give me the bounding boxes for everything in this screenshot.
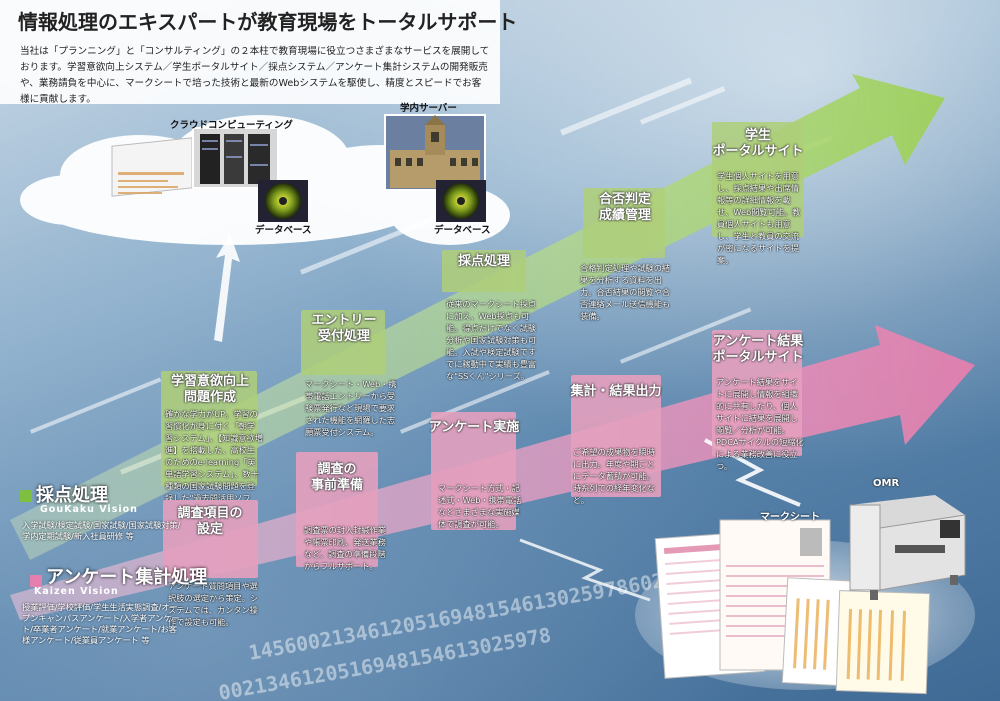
green-step-3-title: 採点処理: [440, 254, 528, 270]
mark-sheet-image-4: [835, 590, 931, 695]
pink-step-3-box: [431, 412, 516, 530]
green-step-1-title-line1: 学習意欲向上: [170, 374, 249, 389]
green-step-4-title-line1: 合否判定: [598, 192, 651, 207]
database-label-1: データベース: [255, 225, 312, 236]
green-step-4-box: [583, 188, 665, 258]
green-step-2-title: エントリー 受付処理: [298, 313, 390, 345]
green-step-3-box: [442, 250, 526, 292]
pink-step-5-title-line2: ポータルサイト: [712, 350, 804, 365]
pink-step-2-title: 調査の 事前準備: [294, 462, 380, 494]
green-step-5-title-line1: 学生: [744, 128, 771, 143]
pink-step-5-box: [712, 330, 802, 456]
cloud-computing-label: クラウドコンピューティング: [170, 120, 293, 131]
pink-step-1-box: [163, 500, 258, 578]
pink-step-4-desc: ご希望の成果物を瞬時に出力。年度や期ごとにデータ蓄積が可能。時系列での経年変化な…: [573, 447, 655, 505]
green-step-3-desc: 従来のマークシート採点に加え、Web採点も可能。得点だけでなく試験分析や国家試験…: [446, 299, 537, 381]
pink-step-4-box: [571, 375, 661, 497]
campus-server-label: 学内サーバー: [400, 103, 457, 114]
green-step-4-desc: 合格判定処理や試験の結果を分析する資料を出力。合否結果の閲覧や合否連絡メール送信…: [580, 263, 671, 321]
pink-step-3-title-line1: アンケート実施: [428, 420, 520, 435]
pink-step-4-title-line1: 集計・結果出力: [570, 384, 662, 399]
grading-section-uses: 入学試験/検定試験/国家試験/国家試験対策/学内定期試験/新入社員研修 等: [22, 520, 181, 541]
green-step-5-title-line2: ポータルサイト: [712, 144, 804, 159]
grading-section-title: 採点処理: [36, 485, 108, 506]
pink-step-1-title-line1: 調査項目の: [177, 506, 243, 521]
survey-section-subtitle: Kaizen Vision: [34, 586, 119, 597]
header-panel: 情報処理のエキスパートが教育現場をトータルサポート 当社は「プランニング」と「コ…: [0, 0, 517, 105]
green-step-3-title-line1: 採点処理: [457, 254, 510, 269]
green-step-2-title-line1: エントリー: [311, 313, 377, 328]
green-step-1-title-line2: 問題作成: [183, 390, 236, 405]
pink-step-5-title-line1: アンケート結果: [712, 334, 804, 349]
omr-machine-image: [849, 495, 966, 600]
database-image-2: [436, 180, 486, 222]
pink-step-3-desc: マークシート方式・記述式・Web・携帯電話などさまざまな実施媒体で調査が可能。: [438, 483, 522, 529]
pink-step-1-desc: アンケート質問項目や選択肢の選定から策定。システムでは、カンタン操作で設定も可能…: [168, 581, 259, 627]
database-image-1: [258, 180, 308, 222]
pink-step-4-title: 集計・結果出力: [569, 384, 663, 400]
pink-step-1-title: 調査項目の 設定: [160, 506, 260, 538]
pink-step-2-desc: 調査票の封入封緘作業や帳票印刷、発送業務など、調査の準備段階からフルサポート。: [304, 525, 386, 571]
green-step-2-box: [301, 310, 385, 375]
survey-section-title: アンケート集計処理: [46, 567, 208, 588]
green-step-1-title: 学習意欲向上 問題作成: [158, 374, 262, 406]
school-building-image: [384, 114, 486, 191]
green-step-5-desc: 学生個人サイトを用意し、採点結果や出席情報等の詳細情報を載せ、Web閲覧可能。教…: [717, 171, 801, 265]
green-step-4-title-line2: 成績管理: [598, 208, 651, 223]
mark-sheet-label: マークシート: [760, 512, 820, 523]
green-step-2-desc: マークシート・Web・携帯電話エントリーから受験票発行など現場で要求された機能を…: [305, 379, 397, 437]
pink-step-5-desc: アンケート結果をサイトに展開し情報を組織的に共有したり、個人サイトに結果を展開し…: [716, 377, 804, 471]
green-step-1-box: [161, 371, 257, 486]
pink-step-5-title: アンケート結果 ポータルサイト: [708, 334, 808, 366]
green-step-5-box: [712, 122, 804, 237]
lead-paragraph: 当社は「プランニング」と「コンサルティング」の２本柱で教育現場に役立つさまざまな…: [20, 46, 490, 105]
database-label-2: データベース: [434, 225, 491, 236]
green-step-5-title: 学生 ポータルサイト: [710, 128, 806, 160]
green-step-2-title-line2: 受付処理: [317, 329, 370, 344]
pink-step-2-title-line1: 調査の: [317, 462, 357, 477]
pink-step-2-box: [296, 452, 378, 567]
grading-section-subtitle: GouKaku Vision: [40, 504, 138, 515]
pink-step-1-title-line2: 設定: [196, 522, 223, 537]
green-step-4-title: 合否判定 成績管理: [580, 192, 670, 224]
pink-step-2-title-line2: 事前準備: [310, 478, 363, 493]
omr-label: OMR: [873, 478, 900, 489]
pink-step-3-title: アンケート実施: [428, 420, 520, 436]
survey-section-uses: 授業評価/学校評価/学生生活実態調査/オープンキャンパスアンケート/入学者アンケ…: [22, 602, 180, 645]
server-rack-image: [192, 127, 279, 189]
page-title: 情報処理のエキスパートが教育現場をトータルサポート: [18, 10, 518, 34]
